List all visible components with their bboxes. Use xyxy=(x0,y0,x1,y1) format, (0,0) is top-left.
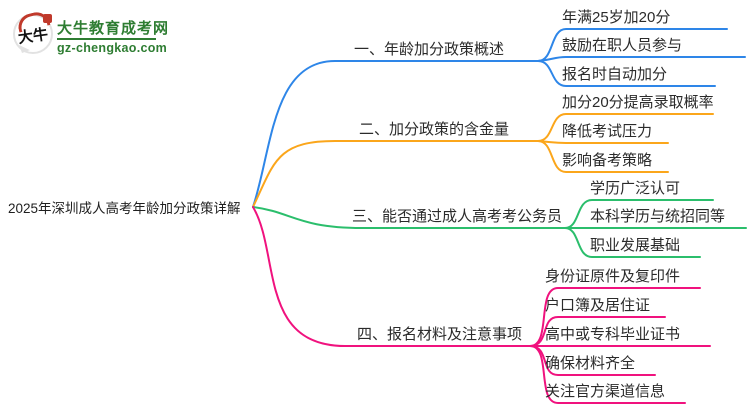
logo-bubble-icon: 大牛 xyxy=(13,9,53,54)
branch-4-main-line xyxy=(252,206,531,347)
site-name: 大牛教育成考网 xyxy=(57,20,170,37)
branch-4-leaf-2: 户口簿及居住证 xyxy=(545,297,651,314)
branch-4-leaf-1: 身份证原件及复印件 xyxy=(545,268,681,285)
branch-2-leaf-2: 降低考试压力 xyxy=(562,123,653,140)
branch-2-leaf-3-line xyxy=(537,140,669,173)
branch-1-main-line xyxy=(252,60,539,208)
branch-4-label: 四、报名材料及注意事项 xyxy=(357,326,523,343)
branch-4-leaf-1-line xyxy=(529,287,701,347)
branch-2-leaf-1: 加分20分提高录取概率 xyxy=(562,94,714,111)
branch-2-main-line xyxy=(252,140,539,208)
branch-2-label: 二、加分政策的含金量 xyxy=(359,121,510,138)
logo-seal-icon xyxy=(43,14,52,23)
branch-4-leaf-5-line xyxy=(529,345,686,404)
branch-1-leaf-3: 报名时自动加分 xyxy=(562,66,668,83)
logo-divider xyxy=(57,38,156,40)
branch-2-leaf-3: 影响备考策略 xyxy=(562,152,653,169)
branch-3-main-line xyxy=(252,206,566,229)
branch-3-leaf-3-line xyxy=(564,227,701,258)
branch-1-leaf-2-line xyxy=(537,56,746,62)
branch-2-leaf-1-line xyxy=(537,113,714,142)
branch-3-label: 三、能否通过成人高考考公务员 xyxy=(352,208,563,225)
branch-1-leaf-2: 鼓励在职人员参与 xyxy=(562,37,683,54)
branch-1-leaf-3-line xyxy=(537,60,716,87)
branch-3-leaf-2: 本科学历与统招同等 xyxy=(590,208,726,225)
branch-3-leaf-1-line xyxy=(564,199,714,229)
branch-4-leaf-3: 高中或专科毕业证书 xyxy=(545,326,681,343)
central-topic: 2025年深圳成人高考年龄加分政策详解 xyxy=(8,201,241,216)
logo-text: 大牛 xyxy=(17,25,50,47)
site-domain: gz-chengkao.com xyxy=(57,41,168,55)
site-logo[interactable]: 大牛 大牛教育成考网 gz-chengkao.com xyxy=(13,9,173,62)
branch-1-label: 一、年龄加分政策概述 xyxy=(354,41,505,58)
branch-3-leaf-3: 职业发展基础 xyxy=(590,237,681,254)
branch-3-leaf-1: 学历广泛认可 xyxy=(590,180,681,197)
branch-1-leaf-1: 年满25岁加20分 xyxy=(562,9,671,26)
branch-4-leaf-4: 确保材料齐全 xyxy=(545,355,636,372)
branch-4-leaf-5: 关注官方渠道信息 xyxy=(545,383,666,400)
branch-2-leaf-2-line xyxy=(537,140,669,144)
